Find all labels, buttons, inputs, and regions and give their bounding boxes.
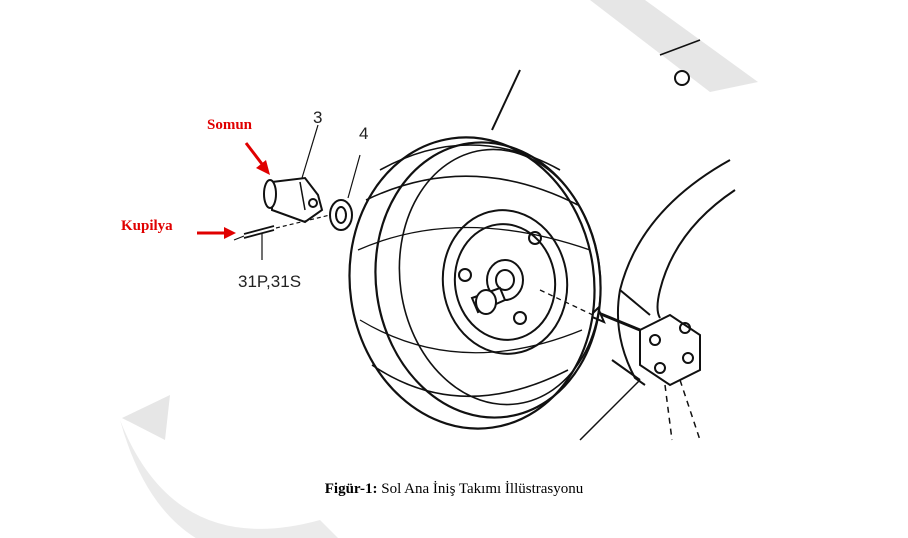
axle-nut [263, 124, 324, 224]
strut-bracket [579, 39, 736, 441]
somun-label: Somun [207, 117, 253, 133]
caption-prefix: Figür-1: [324, 481, 378, 497]
fork-leg [491, 69, 521, 131]
wheel-hub [441, 209, 596, 355]
cotter-pin [233, 214, 331, 260]
somun-arrow [244, 142, 264, 165]
caption-text: Sol Ana İniş Takımı İllüstrasyonu [377, 481, 584, 497]
part-number-cotter-pin: 31P,31S [238, 272, 302, 291]
watermark [120, 0, 758, 538]
callout-arrows [197, 142, 270, 239]
part-number-washer: 4 [359, 124, 369, 143]
part-number-nut: 3 [313, 108, 323, 127]
tire [348, 136, 602, 430]
washer [329, 154, 361, 231]
kupilya-label: Kupilya [121, 218, 173, 234]
figure-caption: Figür-1: Sol Ana İniş Takımı İllüstrasyo… [0, 481, 908, 498]
